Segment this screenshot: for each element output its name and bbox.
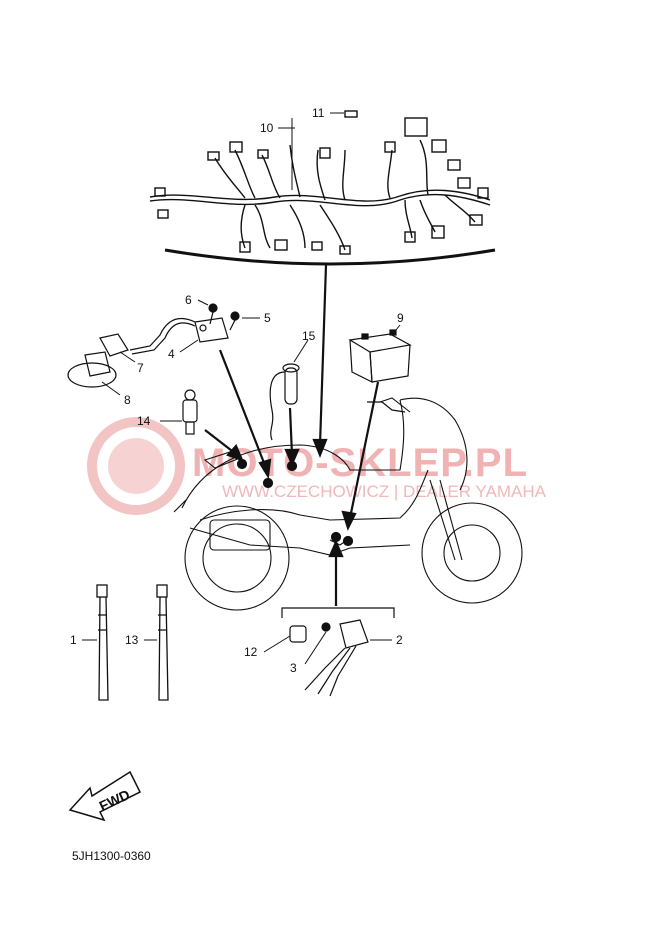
bolt-3	[321, 622, 331, 632]
callout-13: 13	[125, 633, 139, 647]
callout-4: 4	[168, 347, 175, 361]
callout-2: 2	[396, 633, 403, 647]
wire-harness	[149, 110, 491, 255]
scooter-outline	[173, 397, 523, 611]
cdi-unit	[304, 619, 369, 697]
callout-14: 14	[137, 414, 151, 428]
watermark: MOTO-SKLEP.PL WWW.CZECHOWICZ | DEALER YA…	[87, 417, 547, 515]
battery	[348, 329, 412, 384]
connector-12	[289, 625, 307, 643]
leader-lines	[82, 112, 401, 665]
band-13	[156, 584, 169, 701]
callout-7: 7	[137, 361, 144, 375]
harness-bracket	[164, 248, 496, 266]
bolts	[208, 303, 240, 331]
callout-8: 8	[124, 393, 131, 407]
plug-cap	[67, 351, 117, 388]
sensor-14	[182, 389, 198, 435]
callouts: 11 10 6 5 9 15 4 7 8 14 1 13 2 12 3	[70, 106, 404, 675]
watermark-subtitle: WWW.CZECHOWICZ | DEALER YAMAHA	[222, 482, 547, 501]
callout-10: 10	[260, 121, 274, 135]
callout-3: 3	[290, 661, 297, 675]
ignition-coil	[99, 317, 229, 357]
arrows	[204, 264, 380, 606]
callout-11: 11	[312, 106, 325, 120]
band-1	[96, 584, 109, 701]
part-code: 5JH1300-0360	[72, 849, 151, 863]
fwd-arrow: FWD	[68, 770, 142, 822]
callout-5: 5	[264, 311, 271, 325]
callout-6: 6	[185, 293, 192, 307]
callout-9: 9	[397, 311, 404, 325]
callout-15: 15	[302, 329, 316, 343]
relay-15	[269, 363, 300, 441]
callout-12: 12	[244, 645, 258, 659]
watermark-name: MOTO-SKLEP.PL	[192, 441, 528, 485]
cdi-bracket	[281, 607, 395, 618]
callout-1: 1	[70, 633, 77, 647]
